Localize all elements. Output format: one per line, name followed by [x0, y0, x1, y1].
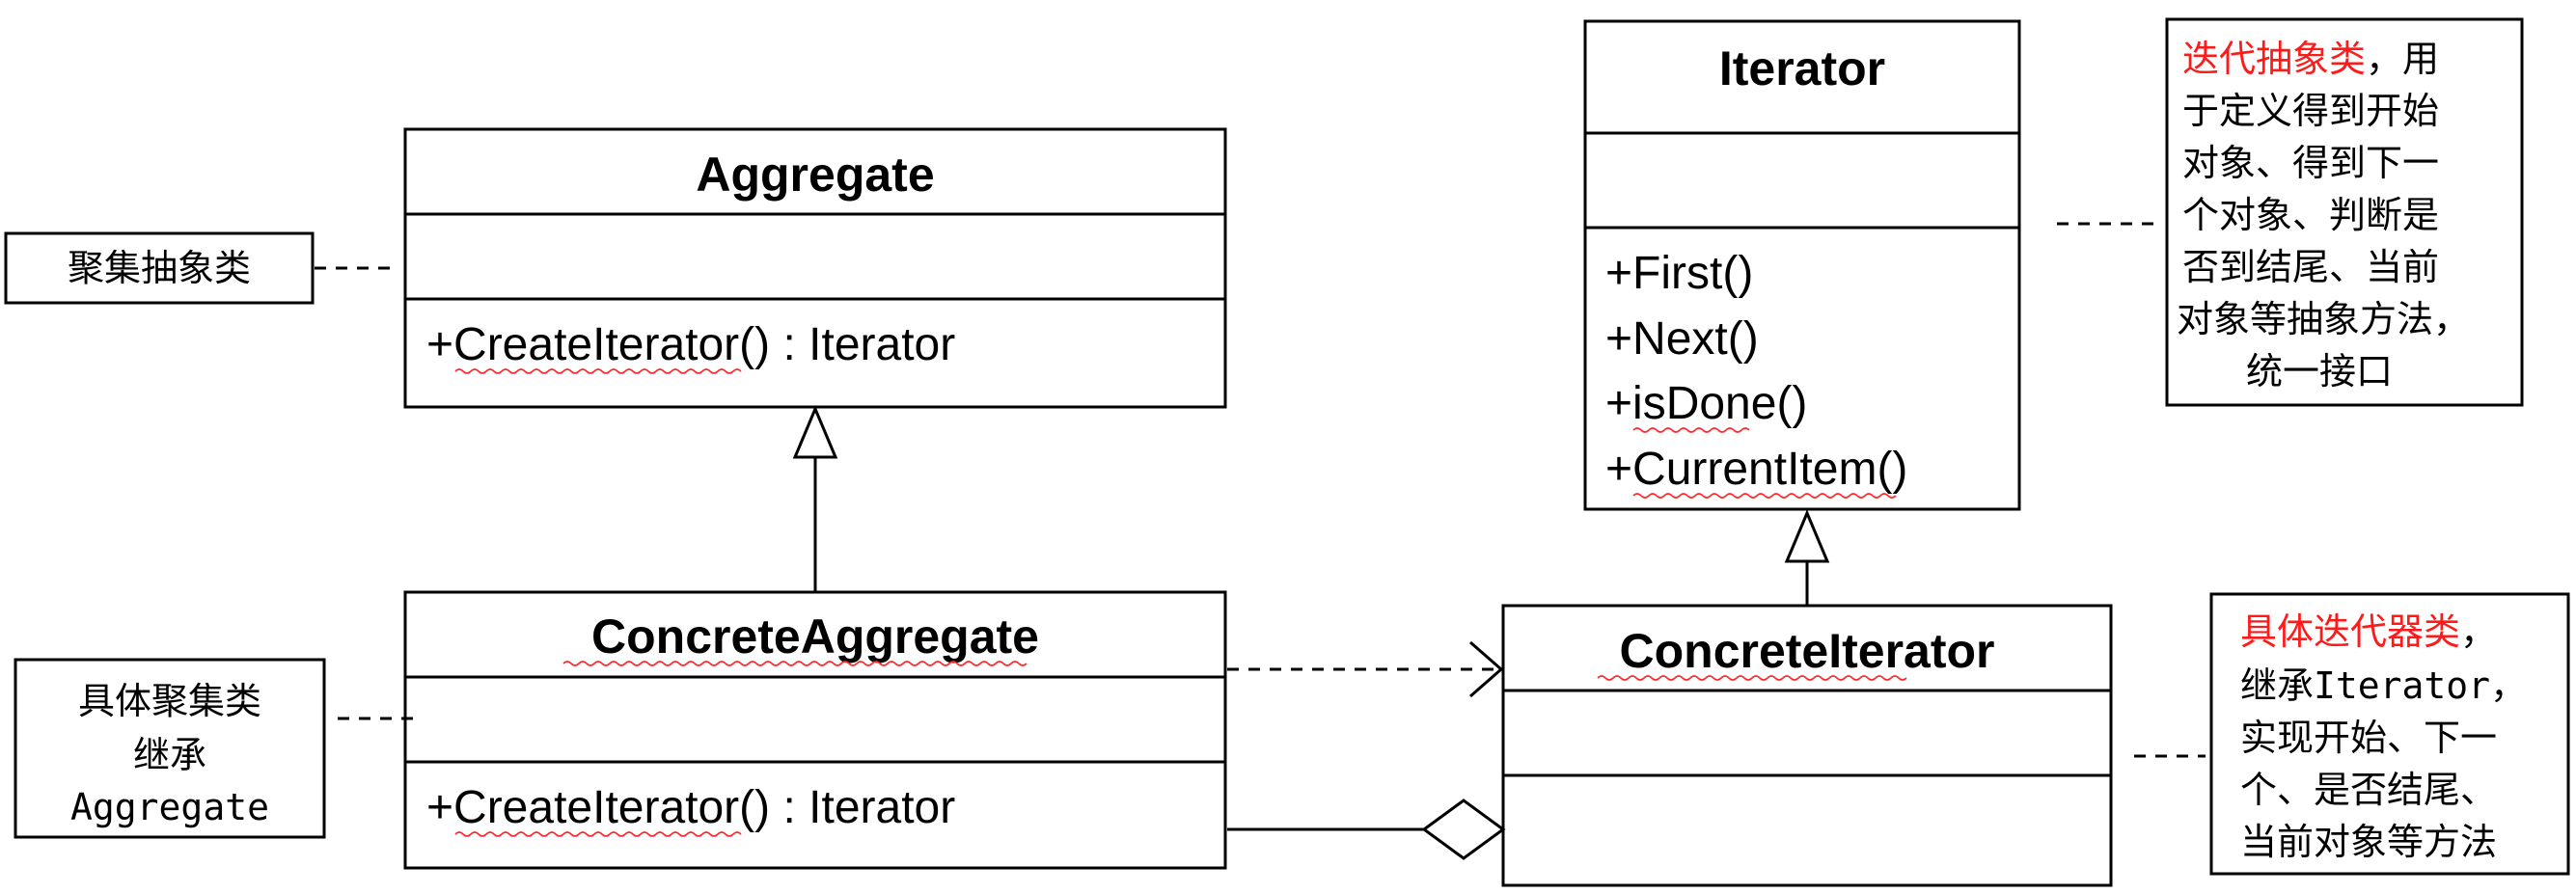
- iterator-note-line3: 对象、得到下一: [2182, 142, 2439, 184]
- generalization-concrete-aggregate-to-aggregate: [792, 405, 838, 592]
- concrete-iterator-note-line4: 个、是否结尾、: [2240, 769, 2497, 811]
- concrete-iterator-class: ConcreteIterator: [1501, 604, 2113, 887]
- concrete-aggregate-class-box: [403, 590, 1227, 870]
- iterator-note-highlight: 迭代抽象类: [2182, 38, 2366, 80]
- aggregate-class-box: [403, 127, 1227, 409]
- iterator-note-line2: 于定义得到开始: [2182, 90, 2439, 132]
- aggregate-class-name: Aggregate: [696, 148, 934, 202]
- spellcheck-underline: [454, 368, 742, 374]
- concrete-iterator-note-line5: 当前对象等方法: [2240, 821, 2497, 863]
- concrete-aggregate-class-name: ConcreteAggregate: [591, 610, 1039, 664]
- hollow-triangle-arrowhead: [792, 405, 838, 459]
- concrete-aggregate-note-line1: 具体聚集类: [78, 680, 261, 722]
- open-arrowhead: [1469, 640, 1504, 698]
- concrete-iterator-note-line2: 继承Iterator，: [2240, 664, 2527, 707]
- iterator-class: Iterator +First() +Next() +isDone() +Cur…: [1583, 19, 2021, 511]
- spellcheck-underline: [1632, 427, 1750, 433]
- spellcheck-underline: [562, 661, 1028, 666]
- concrete-aggregate-note-box: [14, 658, 326, 839]
- concrete-aggregate-method: +CreateIterator() : Iterator: [426, 782, 955, 833]
- concrete-aggregate-note: 具体聚集类 继承 Aggregate: [14, 658, 413, 839]
- spellcheck-underline: [454, 831, 742, 837]
- iterator-note-line6: 对象等抽象方法，: [2177, 298, 2470, 340]
- aggregate-note-text: 聚集抽象类: [68, 247, 251, 289]
- aggregate-note-box: [4, 231, 315, 305]
- iterator-note-line5: 否到结尾、当前: [2182, 246, 2439, 288]
- iterator-note-line1: 迭代抽象类，用: [2182, 38, 2439, 80]
- concrete-iterator-class-box: [1501, 604, 2113, 887]
- concrete-iterator-note-box: [2209, 592, 2570, 876]
- spellcheck-underline: [1632, 493, 1897, 499]
- concrete-iterator-note-line1: 具体迭代器类，: [2240, 610, 2497, 653]
- iterator-method-currentitem: +CurrentItem(): [1605, 444, 1907, 495]
- concrete-iterator-note: 具体迭代器类， 继承Iterator， 实现开始、下一 个、是否结尾、 当前对象…: [2134, 592, 2570, 876]
- aggregate-method: +CreateIterator() : Iterator: [426, 319, 955, 370]
- iterator-note-line1-rest: ，用: [2366, 38, 2439, 80]
- concrete-aggregate-note-line2: 继承: [133, 734, 206, 776]
- iterator-method-first: +First(): [1605, 248, 1753, 299]
- aggregate-class: Aggregate +CreateIterator() : Iterator: [403, 127, 1227, 409]
- dependency-concrete-aggregate-to-concrete-iterator: [1227, 640, 1504, 698]
- aggregate-note: 聚集抽象类: [4, 231, 394, 305]
- iterator-note-line4: 个对象、判断是: [2182, 194, 2439, 236]
- concrete-iterator-class-name: ConcreteIterator: [1620, 624, 1995, 678]
- concrete-aggregate-class: ConcreteAggregate +CreateIterator() : It…: [403, 590, 1227, 870]
- iterator-class-box: [1583, 19, 2021, 511]
- concrete-iterator-note-line3: 实现开始、下一: [2240, 717, 2497, 759]
- aggregation-concrete-iterator-concrete-aggregate: [1227, 799, 1506, 860]
- iterator-note-line7: 统一接口: [2246, 350, 2393, 393]
- spellcheck-underline: [1597, 675, 1907, 681]
- iterator-note: 迭代抽象类，用 于定义得到开始 对象、得到下一 个对象、判断是 否到结尾、当前 …: [2057, 17, 2524, 407]
- iterator-note-box: [2165, 17, 2524, 407]
- iterator-method-isdone: +isDone(): [1605, 378, 1807, 429]
- generalization-concrete-iterator-to-iterator: [1784, 509, 1830, 606]
- concrete-aggregate-note-line3: Aggregate: [70, 786, 269, 828]
- hollow-triangle-arrowhead: [1784, 509, 1830, 563]
- iterator-method-next: +Next(): [1605, 313, 1759, 365]
- iterator-class-name: Iterator: [1719, 41, 1885, 95]
- concrete-iterator-note-line1-rest: ，: [2460, 610, 2497, 653]
- hollow-diamond: [1421, 799, 1506, 860]
- concrete-iterator-note-highlight: 具体迭代器类: [2240, 610, 2460, 653]
